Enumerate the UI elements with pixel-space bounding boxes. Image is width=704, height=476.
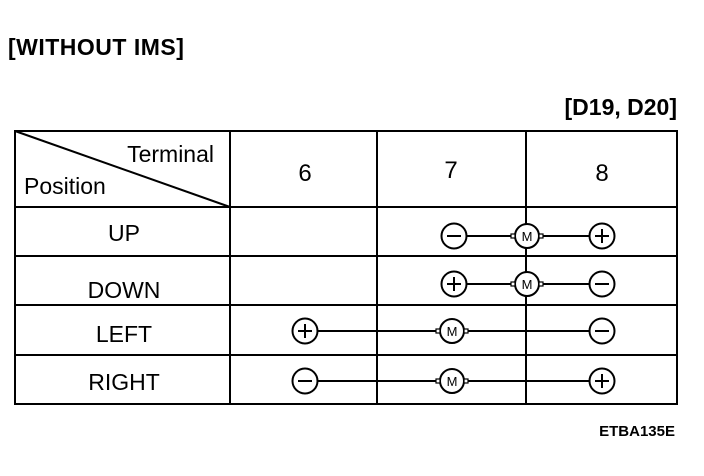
motor-symbol-label: M	[447, 324, 458, 339]
plus-terminal-icon	[588, 367, 616, 395]
minus-terminal-icon	[588, 270, 616, 298]
minus-terminal-icon	[291, 367, 319, 395]
figure-code: ETBA135E	[599, 423, 675, 440]
minus-terminal-icon	[588, 317, 616, 345]
table-frame	[14, 130, 678, 405]
plus-terminal-icon	[588, 222, 616, 250]
motor-symbol-label: M	[522, 229, 533, 244]
connector-label: [D19, D20]	[564, 94, 677, 120]
terminal-header-6: 6	[298, 160, 311, 187]
row-right: RIGHT M	[88, 367, 616, 395]
terminal-header-7: 7	[444, 157, 457, 184]
plus-terminal-icon	[291, 317, 319, 345]
motor-icon: M	[435, 318, 469, 344]
terminal-header-8: 8	[595, 160, 608, 187]
row-position-label: LEFT	[96, 321, 152, 347]
motor-icon: M	[510, 223, 544, 249]
page-title: [WITHOUT IMS]	[8, 34, 185, 60]
header-terminal-label: Terminal	[127, 141, 214, 167]
motor-symbol-label: M	[447, 374, 458, 389]
row-up: UP M	[108, 220, 616, 250]
motor-symbol-label: M	[522, 277, 533, 292]
row-position-label: RIGHT	[88, 369, 160, 395]
motor-icon: M	[435, 368, 469, 394]
row-left: LEFT M	[96, 317, 616, 347]
row-position-label: DOWN	[88, 277, 161, 303]
motor-icon: M	[510, 271, 544, 297]
table-grid	[14, 130, 678, 405]
header-position-label: Position	[24, 173, 106, 199]
plus-terminal-icon	[440, 270, 468, 298]
header-diagonal	[14, 130, 231, 208]
row-down: DOWN M	[88, 270, 616, 303]
table-cells: 6 7 8UP M DOWN M LEFT M RIGHT M	[88, 157, 616, 395]
row-position-label: UP	[108, 220, 140, 246]
minus-terminal-icon	[440, 222, 468, 250]
